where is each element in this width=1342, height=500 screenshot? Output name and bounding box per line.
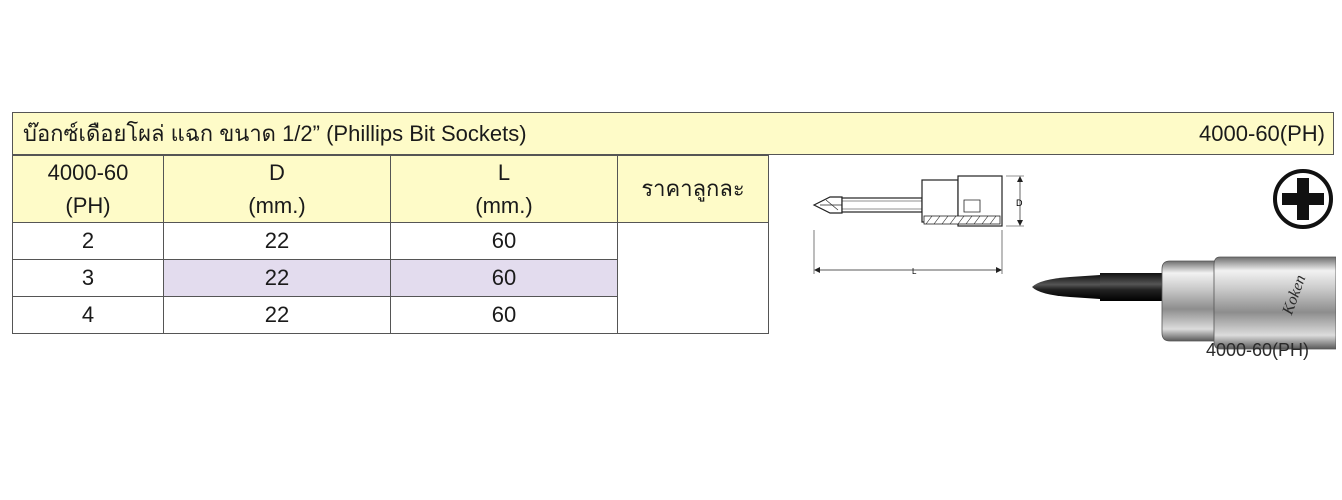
cell-price (617, 222, 769, 334)
table-row: 3 22 60 (12, 259, 769, 297)
table-row: 2 22 60 (12, 222, 769, 334)
header-price: ราคาลูกละ (617, 155, 769, 223)
diagram-l-label: L (912, 267, 917, 276)
cell-size: 4 (12, 296, 164, 334)
header-model: 4000-60 (PH) (12, 155, 164, 223)
diagram-d-label: D (1016, 198, 1023, 208)
title-bar: บ๊อกซ์เดือยโผล่ แฉก ขนาด 1/2” (Phillips … (12, 112, 1334, 155)
cell-d: 22 (163, 259, 391, 297)
photo-caption: 4000-60(PH) (1206, 340, 1310, 360)
spec-table: 4000-60 (PH) D (mm.) L (mm.) ราคาลูกละ 2… (12, 155, 769, 334)
cell-l: 60 (390, 296, 618, 334)
product-title: บ๊อกซ์เดือยโผล่ แฉก ขนาด 1/2” (Phillips … (23, 121, 527, 146)
table-header-row: 4000-60 (PH) D (mm.) L (mm.) ราคาลูกละ (12, 155, 769, 223)
cell-d: 22 (163, 222, 391, 260)
table-row: 4 22 60 (12, 296, 769, 334)
cell-d: 22 (163, 296, 391, 334)
phillips-cross-icon (1273, 169, 1333, 229)
header-l: L (mm.) (390, 155, 618, 223)
product-photo: Koken (1032, 256, 1336, 350)
cell-size: 3 (12, 259, 164, 297)
header-d: D (mm.) (163, 155, 391, 223)
product-code: 4000-60(PH) (1199, 120, 1325, 146)
cell-size: 2 (12, 222, 164, 260)
dimension-diagram: D L (812, 175, 1024, 276)
cell-l: 60 (390, 222, 618, 260)
cell-l: 60 (390, 259, 618, 297)
